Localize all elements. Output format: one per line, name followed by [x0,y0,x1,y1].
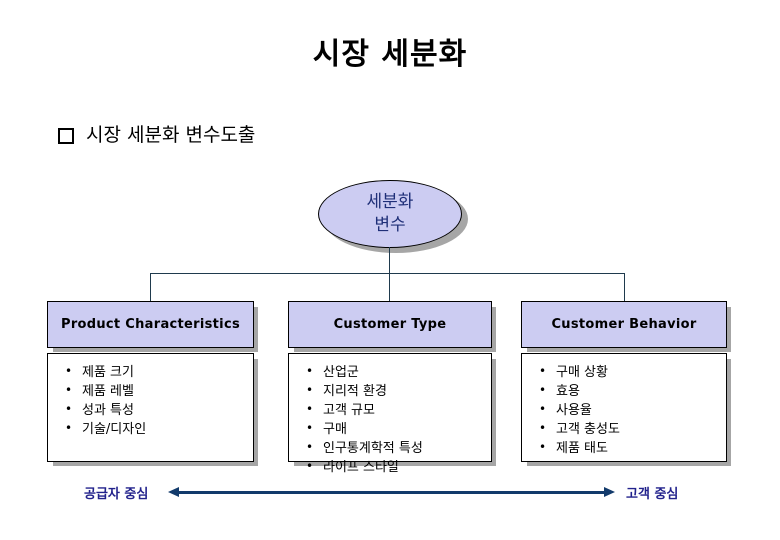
column-customer-behavior: Customer Behavior 구매 상황 효용 사용율 고객 충성도 제품… [521,301,727,462]
list-item: 구매 상황 [536,362,726,382]
list-item: 인구통계학적 특성 [303,438,491,458]
column-customer-type: Customer Type 산업군 지리적 환경 고객 규모 구매 인구통계학적… [288,301,492,476]
axis-right-label: 고객 중심 [626,487,679,502]
column-body-2: 산업군 지리적 환경 고객 규모 구매 인구통계학적 특성 라이프 스타일 [288,353,492,476]
column-list-2: 산업군 지리적 환경 고객 규모 구매 인구통계학적 특성 라이프 스타일 [303,362,491,477]
list-item: 성과 특성 [62,400,253,420]
list-item: 효용 [536,381,726,401]
connector-bar [150,273,625,274]
center-node-line-2: 변수 [374,215,406,235]
list-item: 제품 태도 [536,438,726,458]
list-item: 사용율 [536,400,726,420]
list-item: 지리적 환경 [303,381,491,401]
list-item: 기술/디자인 [62,419,253,439]
list-item: 고객 규모 [303,400,491,420]
connector-stem [389,247,390,303]
list-item: 구매 [303,419,491,439]
axis-left-label: 공급자 중심 [84,487,149,502]
column-list-3: 구매 상황 효용 사용율 고객 충성도 제품 태도 [536,362,726,458]
list-item: 제품 크기 [62,362,253,382]
list-item: 라이프 스타일 [303,457,491,477]
column-header-1: Product Characteristics [47,301,254,348]
arrow-right-icon [604,487,615,497]
column-header-3: Customer Behavior [521,301,727,348]
center-node-segmentation-variables: 세분화 변수 [318,180,462,248]
connector-drop-3 [624,273,625,303]
column-body-1: 제품 크기 제품 레벨 성과 특성 기술/디자인 [47,353,254,462]
connector-drop-1 [150,273,151,303]
column-body-3: 구매 상황 효용 사용율 고객 충성도 제품 태도 [521,353,727,462]
bullet-heading-label: 시장 세분화 변수도출 [86,124,256,146]
list-item: 산업군 [303,362,491,382]
arrow-left-icon [168,487,179,497]
center-node-line-1: 세분화 [366,192,414,212]
page-title: 시장 세분화 [312,37,468,72]
column-product-characteristics: Product Characteristics 제품 크기 제품 레벨 성과 특… [47,301,254,462]
column-list-1: 제품 크기 제품 레벨 성과 특성 기술/디자인 [62,362,253,439]
bullet-heading: 시장 세분화 변수도출 [58,123,255,147]
list-item: 제품 레벨 [62,381,253,401]
list-item: 고객 충성도 [536,419,726,439]
axis-line [178,491,605,494]
column-header-2: Customer Type [288,301,492,348]
square-bullet-icon [58,128,74,144]
